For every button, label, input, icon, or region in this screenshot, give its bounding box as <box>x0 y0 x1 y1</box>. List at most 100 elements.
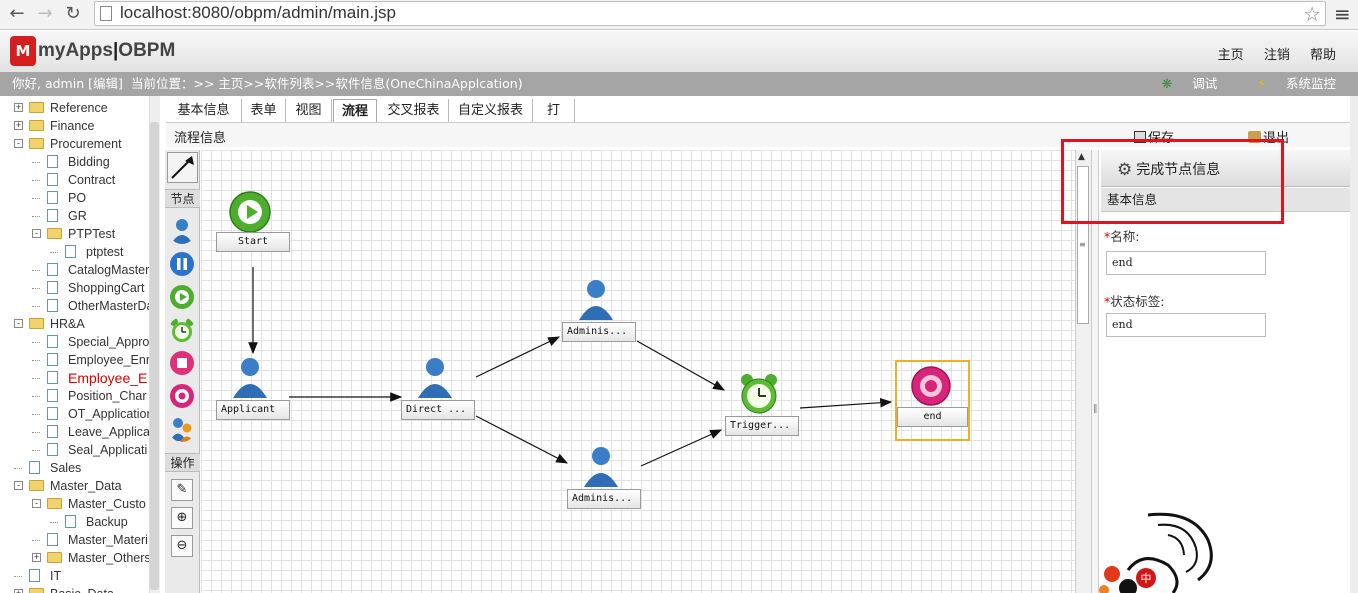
eraser-icon[interactable]: ✎ <box>171 479 193 501</box>
folder-icon <box>47 228 62 239</box>
product-name: OBPM <box>118 40 176 61</box>
zoom-out-icon[interactable]: ⊖ <box>171 535 193 557</box>
browser-menu-icon[interactable]: ≡ <box>1334 2 1351 26</box>
end-node-icon[interactable] <box>169 383 195 409</box>
tree-folder[interactable]: -Master_Custo <box>0 495 159 513</box>
tree-item[interactable]: PO <box>0 189 159 207</box>
tree-item[interactable]: OT_Application <box>0 405 159 423</box>
expand-icon[interactable]: + <box>32 552 41 562</box>
collapse-icon[interactable]: - <box>32 499 41 508</box>
tree-item[interactable]: IT <box>0 567 159 585</box>
help-link[interactable]: 帮助 <box>1309 48 1336 63</box>
tree-folder[interactable]: +Basic_Data <box>0 585 159 593</box>
basic-info-section[interactable]: 基本信息 <box>1101 188 1350 212</box>
tree-item[interactable]: Special_Appro <box>0 333 159 351</box>
collapse-icon[interactable]: - <box>14 139 23 148</box>
tree-folder[interactable]: +Master_Others <box>0 549 159 567</box>
tree-item[interactable]: Backup <box>0 513 159 531</box>
user-greeting[interactable]: 你好, admin [编辑] <box>12 76 123 91</box>
folder-icon <box>29 588 44 593</box>
tree-folder[interactable]: -HR&A <box>0 315 159 333</box>
tab-workflow[interactable]: 流程 <box>333 99 377 123</box>
logout-link[interactable]: 注销 <box>1263 48 1290 63</box>
workflow-info-bar: 流程信息 保存 退出 <box>166 123 1358 147</box>
timer-node-icon[interactable] <box>169 317 195 343</box>
debug-link[interactable]: ❋调试 <box>1144 76 1218 91</box>
tree-item[interactable]: Employee_Enr <box>0 351 159 369</box>
tree-label: Reference <box>50 101 108 115</box>
scroll-up-icon[interactable]: ▲ <box>1078 152 1085 162</box>
page-icon <box>100 6 112 21</box>
arrow-pointer-icon <box>171 156 194 179</box>
tree-folder[interactable]: -Master_Data <box>0 477 159 495</box>
flow-node-end[interactable]: end <box>895 360 970 441</box>
expand-icon[interactable]: + <box>14 120 23 130</box>
status-label-input[interactable]: end <box>1106 313 1266 337</box>
address-bar[interactable]: localhost:8080/obpm/admin/main.jsp ☆ <box>94 1 1326 26</box>
document-icon <box>65 245 76 258</box>
edge-direct-admin1 <box>475 336 561 378</box>
start-node-icon[interactable] <box>169 284 195 310</box>
name-label-text: 名称: <box>1110 229 1140 244</box>
tree-label: Bidding <box>68 155 110 169</box>
workflow-info-title: 流程信息 <box>174 131 227 146</box>
tree-label: Leave_Applica <box>68 425 151 439</box>
tab-custom-report[interactable]: 自定义报表 <box>449 99 533 123</box>
suspend-node-icon[interactable] <box>169 251 195 277</box>
name-input[interactable]: end <box>1106 251 1266 275</box>
tree-item[interactable]: GR <box>0 207 159 225</box>
tree-item[interactable]: ShoppingCart <box>0 279 159 297</box>
tree-item[interactable]: Seal_Applicati <box>0 441 159 459</box>
select-tool[interactable] <box>167 152 198 183</box>
tree-connector <box>14 468 22 469</box>
tree-folder[interactable]: -PTPTest <box>0 225 159 243</box>
tree-folder[interactable]: +Finance <box>0 117 159 135</box>
collapse-icon[interactable]: - <box>14 481 23 490</box>
tree-item[interactable]: Leave_Applica <box>0 423 159 441</box>
reload-icon[interactable]: ↻ <box>65 3 81 24</box>
manual-node-icon[interactable] <box>169 218 195 244</box>
document-icon <box>47 425 58 438</box>
tab-form[interactable]: 表单 <box>242 99 286 123</box>
tab-crosstab-report[interactable]: 交叉报表 <box>379 99 449 123</box>
tree-scroll-thumb[interactable] <box>150 122 159 590</box>
tree-folder[interactable]: + Reference <box>0 99 159 117</box>
tree-item[interactable]: Sales <box>0 459 159 477</box>
monitor-link[interactable]: ⚡系统监控 <box>1239 76 1336 91</box>
tree-item[interactable]: Employee_E <box>0 369 159 387</box>
properties-header <box>1101 150 1350 187</box>
panel-splitter[interactable] <box>1091 150 1099 593</box>
subflow-node-icon[interactable] <box>169 416 195 442</box>
save-label: 保存 <box>1148 131 1175 146</box>
node-label: end <box>897 407 968 427</box>
bookmark-star-icon[interactable]: ☆ <box>1303 2 1321 26</box>
collapse-icon[interactable]: - <box>14 319 23 328</box>
tree-item[interactable]: OtherMasterDa <box>0 297 159 315</box>
edge-admin1-trigger <box>636 340 726 391</box>
gear-icon: ⚙ <box>1117 160 1133 180</box>
workflow-canvas[interactable]: Start Applicant Direct ... Adminis... Ad… <box>201 150 1075 593</box>
forward-icon[interactable]: → <box>37 3 53 24</box>
zoom-in-icon[interactable]: ⊕ <box>171 507 193 529</box>
tree-item[interactable]: CatalogMaster <box>0 261 159 279</box>
edge-admin2-trigger <box>640 429 723 467</box>
tree-item[interactable]: Contract <box>0 171 159 189</box>
tree-item[interactable]: Position_Char <box>0 387 159 405</box>
expand-icon[interactable]: + <box>14 589 23 593</box>
tab-print[interactable]: 打印 <box>533 99 575 142</box>
node-label: Adminis... <box>567 489 641 509</box>
tab-view[interactable]: 视图 <box>286 99 332 123</box>
abort-node-icon[interactable] <box>169 350 195 376</box>
url-text[interactable]: localhost:8080/obpm/admin/main.jsp <box>120 3 396 22</box>
debug-icon: ❋ <box>1161 76 1173 91</box>
home-link[interactable]: 主页 <box>1217 48 1244 63</box>
back-icon[interactable]: ← <box>9 3 25 24</box>
canvas-scroll-thumb[interactable] <box>1077 166 1089 324</box>
expand-icon[interactable]: + <box>14 102 23 112</box>
tree-folder[interactable]: -Procurement <box>0 135 159 153</box>
tree-item[interactable]: Master_Materi <box>0 531 159 549</box>
tree-item[interactable]: ptptest <box>0 243 159 261</box>
tab-basic-info[interactable]: 基本信息 <box>166 99 242 123</box>
collapse-icon[interactable]: - <box>32 229 41 238</box>
tree-item[interactable]: Bidding <box>0 153 159 171</box>
